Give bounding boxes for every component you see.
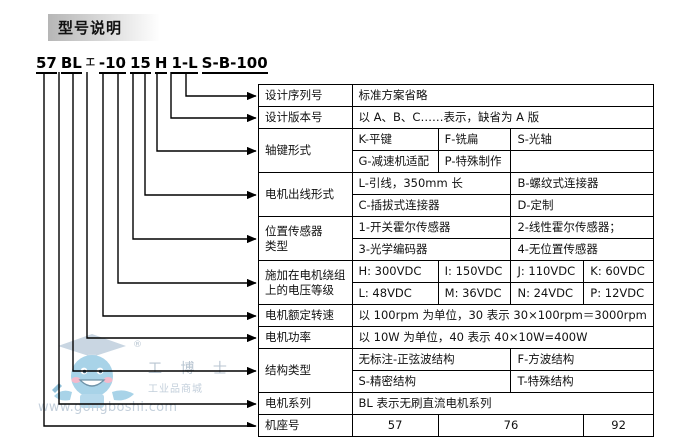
section-title: 型号说明 — [48, 14, 160, 41]
table-cell: P-特殊制作 — [437, 150, 512, 173]
mascot-logo-icon — [52, 334, 134, 408]
model-code-segment: S-B-100 — [201, 54, 268, 74]
model-code-segment: H — [154, 54, 168, 74]
model-code-segment: 1-L — [171, 54, 198, 74]
leader-line — [86, 72, 257, 343]
table-cell: F-方波结构 — [510, 348, 654, 371]
table-cell: P: 12VDC — [583, 282, 654, 305]
table-cell: 76 — [437, 414, 585, 437]
row-label: 结构类型 — [258, 348, 353, 393]
table-cell: 以 10W 为单位，40 表示 40×10W=400W — [351, 326, 654, 349]
table-cell: H: 300VDC — [351, 260, 439, 283]
leader-line — [185, 72, 257, 101]
table-cell: N: 24VDC — [510, 282, 585, 305]
row-label: 施加在电机绕组上的电压等级 — [258, 260, 353, 305]
table-cell: 2-线性霍尔传感器； — [510, 216, 654, 239]
row-label: 位置传感器类型 — [258, 216, 353, 261]
watermark-url: www.gongboshi.com — [38, 400, 178, 415]
table-cell: 1-开关霍尔传感器 — [351, 216, 512, 239]
table-cell: 3-光学编码器 — [351, 238, 512, 261]
table-cell: 92 — [583, 414, 654, 437]
leader-line — [102, 72, 257, 321]
row-label: 机座号 — [258, 414, 353, 437]
table-cell: 以 100rpm 为单位，30 表示 30×100rpm＝3000rpm — [351, 304, 654, 327]
table-cell: 以 A、B、C……表示，缺省为 A 版 — [351, 106, 654, 129]
leader-line — [72, 72, 257, 376]
leader-line — [144, 72, 257, 200]
row-label: 电机功率 — [258, 326, 353, 349]
table-cell: 标准方案省略 — [351, 84, 654, 107]
row-label: 轴键形式 — [258, 128, 353, 173]
watermark: ® 工 博 士 工业品商城 www.gongboshi.com — [0, 312, 250, 427]
table-cell: J: 110VDC — [510, 260, 585, 283]
table-cell: S-光轴 — [510, 128, 654, 151]
leader-line — [132, 72, 257, 244]
row-label: 电机系列 — [258, 392, 353, 415]
table-cell: M: 36VDC — [437, 282, 512, 305]
table-row: 设计版本号以 A、B、C……表示，缺省为 A 版 — [258, 106, 654, 129]
table-row: 电机功率以 10W 为单位，40 表示 40×10W=400W — [258, 326, 654, 349]
row-label: 设计版本号 — [258, 106, 353, 129]
table-cell: 无标注-正弦波结构 — [351, 348, 512, 371]
table-cell: F-铣扁 — [437, 128, 512, 151]
model-code-segment: 57 — [36, 54, 57, 74]
leader-line — [170, 72, 257, 123]
registered-mark: ® — [133, 340, 142, 350]
table-cell: I: 150VDC — [437, 260, 512, 283]
table-cell: D-定制 — [510, 194, 654, 217]
table-cell: 4-无位置传感器 — [510, 238, 654, 261]
table-cell: B-螺纹式连接器 — [510, 172, 654, 195]
model-code-segment: BL — [60, 54, 82, 74]
watermark-brand: 工 博 士 — [148, 361, 234, 377]
leader-line — [58, 72, 257, 409]
table-cell: C-插拔式连接器 — [351, 194, 512, 217]
table-cell: T-特殊结构 — [510, 370, 654, 393]
table-row: 设计序列号标准方案省略 — [258, 84, 654, 107]
table-cell: K-平键 — [351, 128, 439, 151]
table-cell: K: 60VDC — [583, 260, 654, 283]
table-row: 电机额定转速以 100rpm 为单位，30 表示 30×100rpm＝3000r… — [258, 304, 654, 327]
model-code-segment: -10 — [98, 54, 126, 74]
row-label: 电机出线形式 — [258, 172, 353, 217]
row-label: 电机额定转速 — [258, 304, 353, 327]
leader-line — [156, 72, 257, 156]
watermark-subtitle: 工业品商城 — [148, 384, 203, 395]
leader-line — [43, 72, 257, 427]
row-label: 设计序列号 — [258, 84, 353, 107]
table-cell — [510, 150, 654, 173]
section-title-text: 型号说明 — [58, 19, 123, 37]
model-code-segment: 15 — [130, 54, 151, 74]
table-cell: G-减速机适配 — [351, 150, 439, 173]
model-code-segment: 工 — [85, 58, 95, 68]
leader-line — [117, 72, 257, 288]
table-cell: 57 — [351, 414, 439, 437]
table-cell: L-引线，350mm 长 — [351, 172, 512, 195]
table-cell: L: 48VDC — [351, 282, 439, 305]
table-cell: S-精密结构 — [351, 370, 512, 393]
table-cell: BL 表示无刷直流电机系列 — [351, 392, 654, 415]
